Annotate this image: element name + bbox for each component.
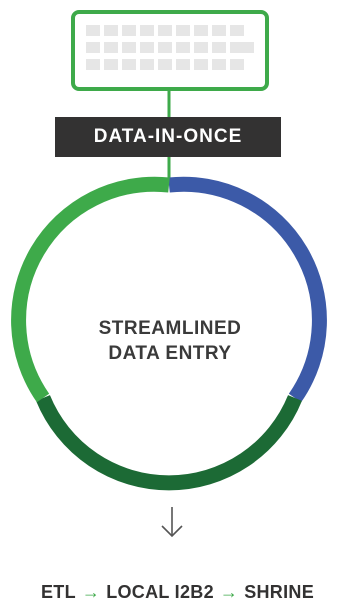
keyboard-icon: [71, 10, 269, 91]
pipeline-step-etl: ETL: [40, 581, 76, 602]
center-line-2: DATA ENTRY: [108, 343, 232, 364]
right-arrow-icon: →: [81, 581, 101, 602]
ring-segment-blue: [168, 176, 327, 403]
ring-segment-green: [11, 176, 170, 403]
data-in-once-label: DATA-IN-ONCE: [55, 117, 281, 157]
pipeline-step-local-i2b2: LOCAL I2B2: [106, 581, 214, 602]
ring-center-text: STREAMLINED DATA ENTRY: [70, 316, 270, 366]
pipeline: ETL → LOCAL I2B2 → SHRINE: [0, 580, 355, 604]
center-line-1: STREAMLINED: [98, 318, 242, 339]
keyboard-keys: [86, 25, 254, 70]
ring: [11, 176, 327, 491]
ring-segment-dark-green: [36, 395, 302, 491]
right-arrow-icon: →: [219, 581, 239, 602]
down-arrow-icon: [161, 507, 183, 538]
pipeline-step-shrine: SHRINE: [244, 581, 315, 602]
